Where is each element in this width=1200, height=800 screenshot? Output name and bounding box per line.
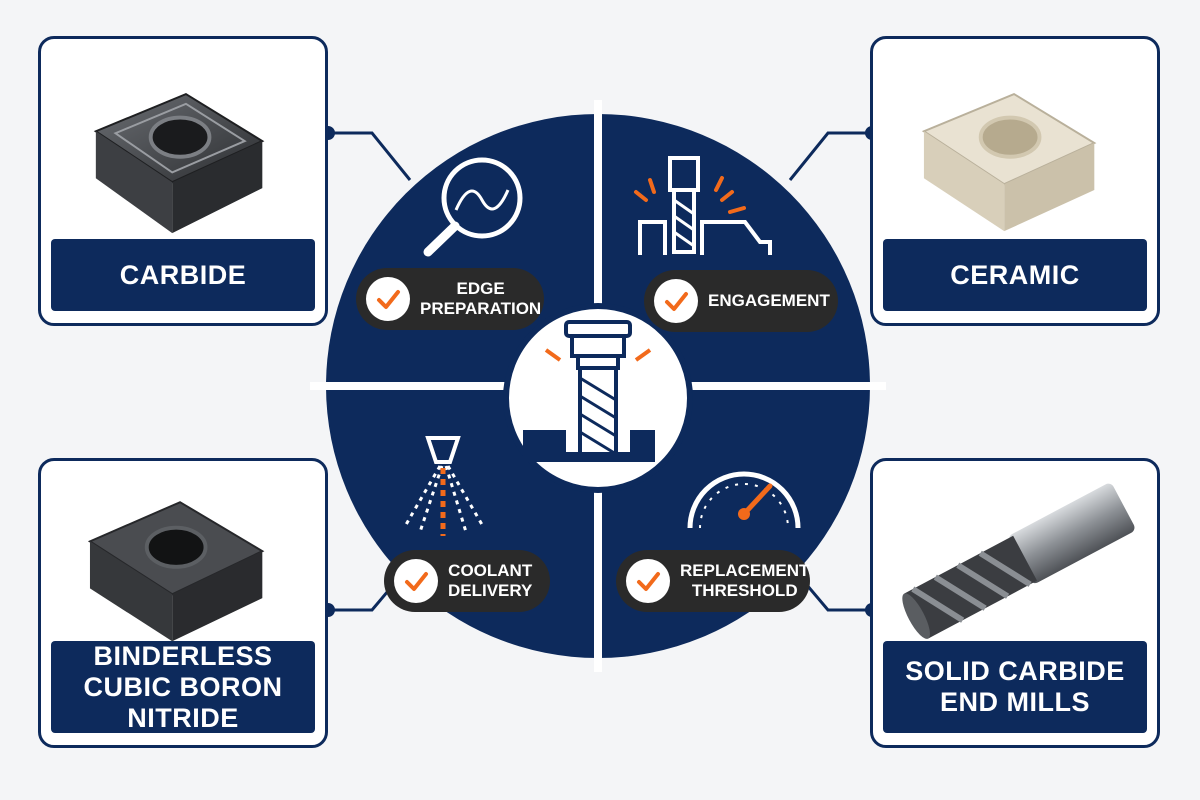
material-label: CERAMIC xyxy=(950,259,1080,290)
factor-pill-edge-preparation: EDGE PREPARATION xyxy=(356,268,544,330)
square-insert-ceramic-icon xyxy=(921,92,1097,232)
factor-label: EDGE PREPARATION xyxy=(420,279,542,318)
material-card-cbn: BINDERLESS CUBIC BORON NITRIDE xyxy=(38,458,328,748)
material-label-band: SOLID CARBIDE END MILLS xyxy=(883,641,1147,733)
factor-label: REPLACEMENT THRESHOLD xyxy=(680,561,810,600)
factor-pill-replacement-threshold: REPLACEMENT THRESHOLD xyxy=(616,550,810,612)
material-label-band: CERAMIC xyxy=(883,239,1147,311)
square-insert-dark-icon xyxy=(93,92,265,234)
material-label: BINDERLESS CUBIC BORON NITRIDE xyxy=(83,640,283,733)
square-insert-cbn-icon xyxy=(87,501,265,642)
material-card-end-mill: SOLID CARBIDE END MILLS xyxy=(870,458,1160,748)
magnifier-edge-icon xyxy=(423,157,523,257)
material-label: SOLID CARBIDE END MILLS xyxy=(905,656,1125,717)
factor-label: COOLANT DELIVERY xyxy=(448,561,533,600)
checkmark-icon xyxy=(654,279,698,323)
tool-engagement-icon xyxy=(634,156,772,255)
checkmark-icon xyxy=(366,277,410,321)
material-label: CARBIDE xyxy=(119,259,247,290)
connector-ceramic xyxy=(788,131,872,181)
coolant-spray-icon xyxy=(402,436,486,536)
material-card-carbide: CARBIDE xyxy=(38,36,328,326)
checkmark-icon xyxy=(394,559,438,603)
gauge-icon xyxy=(687,471,801,529)
factor-pill-engagement: ENGAGEMENT xyxy=(644,270,838,332)
material-label-band: BINDERLESS CUBIC BORON NITRIDE xyxy=(51,641,315,733)
checkmark-icon xyxy=(626,559,670,603)
material-card-ceramic: CERAMIC xyxy=(870,36,1160,326)
factor-pill-coolant-delivery: COOLANT DELIVERY xyxy=(384,550,550,612)
end-mill-icon xyxy=(902,483,1135,639)
connector-carbide xyxy=(328,131,412,181)
material-label-band: CARBIDE xyxy=(51,239,315,311)
spindle-end-mill-icon xyxy=(523,320,655,462)
factor-label: ENGAGEMENT xyxy=(708,291,830,310)
